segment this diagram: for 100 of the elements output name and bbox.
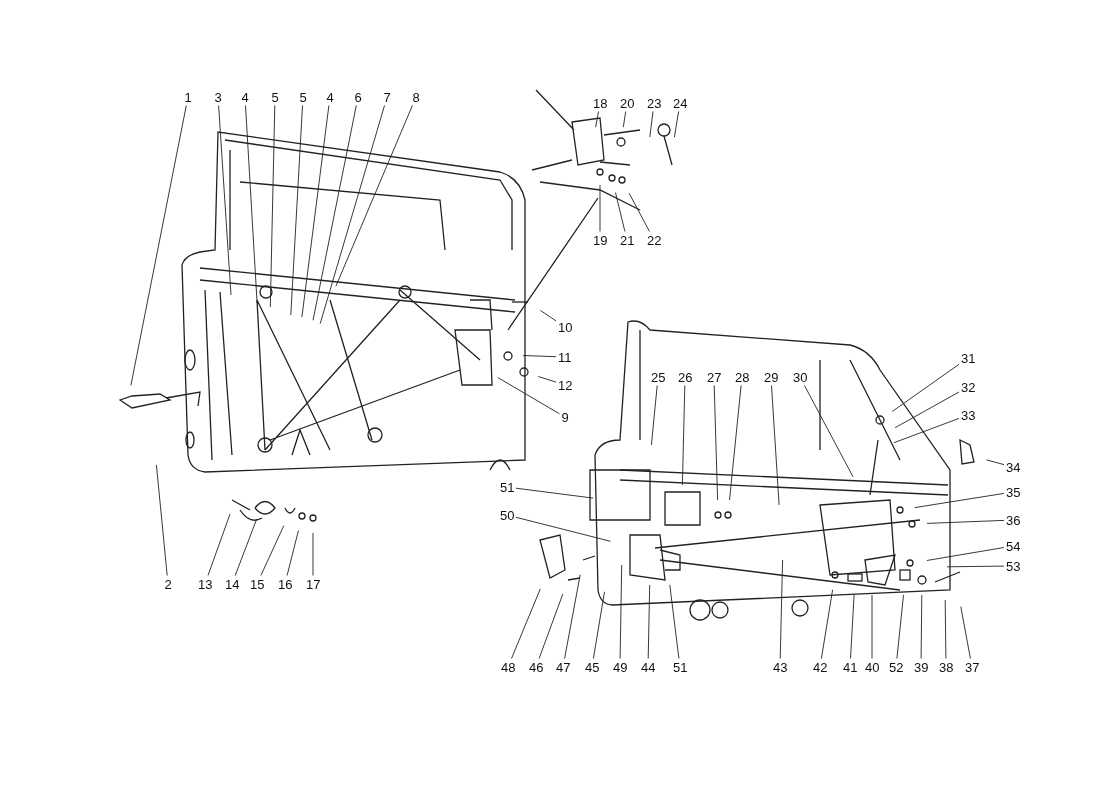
callout-number: 46 [528,659,545,675]
callout-number: 23 [646,95,663,111]
callout-number: 25 [650,369,667,385]
leader-line [539,309,557,322]
leader-line [207,513,231,576]
leader-line [622,111,627,128]
leader-line [301,105,330,318]
callout-number: 11 [557,349,573,365]
callout-number: 31 [960,350,977,366]
callout-number: 21 [619,232,636,248]
leader-line [497,377,560,415]
leader-line [155,464,168,576]
callout-number: 17 [305,576,322,592]
callout-number: 28 [734,369,751,385]
leader-line [729,385,742,501]
callout-number: 12 [557,377,574,393]
leader-line [260,525,285,576]
callout-number: 26 [677,369,694,385]
leader-line [944,599,947,659]
callout-number: 4 [325,89,335,105]
callout-number: 24 [672,95,689,111]
callout-number: 1 [183,89,193,105]
callout-number: 13 [197,576,214,592]
callout-number: 4 [240,89,250,105]
leader-line [234,518,258,576]
callout-number: 50 [499,507,516,523]
leader-line [312,532,314,576]
callout-number: 32 [960,379,977,395]
callout-number: 19 [592,232,609,248]
leader-line [960,606,971,659]
leader-line [669,584,680,659]
callout-number: 49 [612,659,629,675]
leader-line [592,591,605,659]
leader-line [894,391,960,429]
leader-line [319,105,385,325]
leader-line [681,385,686,486]
callout-number: 41 [842,659,859,675]
callout-number: 16 [277,576,294,592]
callout-number: 51 [672,659,689,675]
callout-number: 15 [249,576,266,592]
leader-line [713,385,719,501]
leader-line [619,564,623,659]
leader-line [946,565,1005,568]
leader-line [515,487,594,499]
leader-line [290,105,303,316]
callout-number: 42 [812,659,829,675]
leader-line [850,594,855,659]
leader-line [650,385,658,446]
callout-number: 48 [500,659,517,675]
callout-number: 8 [411,89,421,105]
leader-line [218,105,232,296]
callout-number: 44 [640,659,657,675]
leader-line [599,184,601,232]
callout-number: 29 [763,369,780,385]
callout-number: 52 [888,659,905,675]
callout-number: 10 [557,319,574,335]
callout-number: 6 [353,89,363,105]
leader-line [615,192,626,232]
callout-number: 9 [560,409,570,425]
leader-line [673,111,680,138]
callout-number: 53 [1005,558,1022,574]
callout-number: 39 [913,659,930,675]
leader-line [286,530,299,576]
callout-number: 33 [960,407,977,423]
callout-number: 3 [213,89,223,105]
leader-line [647,584,651,659]
leader-line [538,593,564,659]
leader-line [511,588,541,659]
callout-number: 43 [772,659,789,675]
callout-number: 40 [864,659,881,675]
callout-number: 22 [646,232,663,248]
leader-line [649,111,654,138]
leader-line [522,355,557,358]
leader-line [628,192,650,232]
callout-number: 2 [163,576,173,592]
leader-line [893,417,960,444]
leader-line [245,105,258,304]
leader-line [820,589,834,659]
callout-number: 18 [592,95,609,111]
callout-number: 30 [792,369,809,385]
leader-line [896,594,904,659]
callout-number: 27 [706,369,723,385]
leader-line [130,105,187,386]
callout-number: 36 [1005,512,1022,528]
leader-line [871,594,873,659]
callout-number: 7 [382,89,392,105]
leader-line [986,459,1005,466]
callout-number: 51 [499,479,516,495]
callout-number: 14 [224,576,241,592]
leader-line [595,111,599,128]
leader-line [537,376,557,383]
leader-line [779,559,784,659]
callout-number: 20 [619,95,636,111]
leader-line [804,385,854,478]
leader-line [515,516,611,542]
leader-line [914,492,1005,509]
callout-number: 38 [938,659,955,675]
leader-line [926,547,1005,561]
leader-line [920,594,923,659]
leader-line [771,385,780,506]
